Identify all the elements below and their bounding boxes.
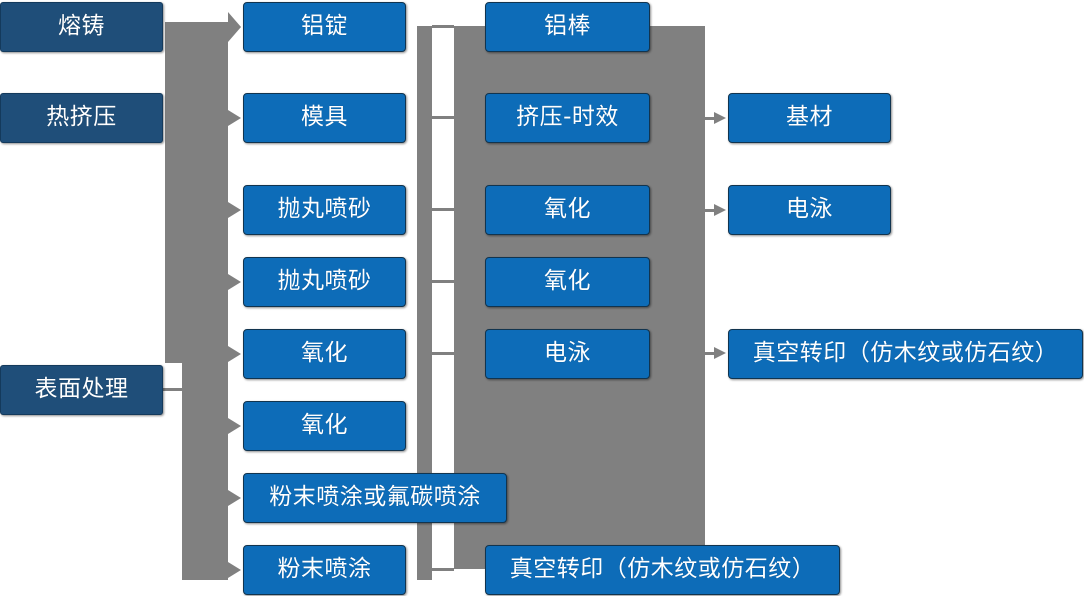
node-powder-or-pvdf-label: 粉末喷涂或氟碳喷涂 (269, 484, 481, 511)
node-vacuum-transfer-2[interactable]: 真空转印（仿木纹或仿石纹） (728, 329, 1083, 379)
right-trunk-arrowheads (705, 112, 726, 359)
stage-hot-extrusion[interactable]: 热挤压 (0, 93, 163, 143)
node-powder-coating[interactable]: 粉末喷涂 (243, 545, 406, 595)
node-vacuum-transfer-1[interactable]: 真空转印（仿木纹或仿石纹） (485, 545, 840, 595)
stage-hot-extrusion-label: 热挤压 (46, 104, 117, 131)
node-shot-blast-2-label: 抛丸喷砂 (277, 268, 372, 295)
node-oxidation-4-label: 氧化 (544, 268, 591, 295)
stage-melt-cast-label: 熔铸 (58, 13, 105, 40)
node-oxidation-4[interactable]: 氧化 (485, 257, 650, 307)
node-oxidation-1-label: 氧化 (301, 340, 348, 367)
node-electrophoresis-1-label: 电泳 (544, 340, 591, 367)
node-electrophoresis-2[interactable]: 电泳 (728, 185, 891, 235)
node-oxidation-1[interactable]: 氧化 (243, 329, 406, 379)
node-vacuum-transfer-2-label: 真空转印（仿木纹或仿石纹） (752, 340, 1059, 367)
node-shot-blast-2[interactable]: 抛丸喷砂 (243, 257, 406, 307)
node-substrate-label: 基材 (786, 104, 833, 131)
node-mold-label: 模具 (301, 104, 348, 131)
left-trunk-arrowheads (228, 19, 241, 578)
node-vacuum-transfer-1-label: 真空转印（仿木纹或仿石纹） (509, 556, 816, 583)
node-aluminum-bar[interactable]: 铝棒 (485, 2, 650, 52)
node-oxidation-2[interactable]: 氧化 (243, 401, 406, 451)
node-aluminum-ingot-label: 铝锭 (301, 13, 348, 40)
stage-melt-cast[interactable]: 熔铸 (0, 2, 163, 52)
node-aluminum-bar-label: 铝棒 (544, 13, 591, 40)
stage-surface-treat-label: 表面处理 (34, 376, 129, 403)
left-trunk-pipe (163, 12, 241, 580)
stage-surface-treat[interactable]: 表面处理 (0, 365, 163, 415)
node-oxidation-3[interactable]: 氧化 (485, 185, 650, 235)
node-substrate[interactable]: 基材 (728, 93, 891, 143)
node-extrude-aging-label: 挤压-时效 (516, 104, 619, 131)
node-extrude-aging[interactable]: 挤压-时效 (485, 93, 650, 143)
node-powder-or-pvdf[interactable]: 粉末喷涂或氟碳喷涂 (243, 473, 507, 523)
node-oxidation-2-label: 氧化 (301, 412, 348, 439)
node-aluminum-ingot[interactable]: 铝锭 (243, 2, 406, 52)
node-shot-blast-1[interactable]: 抛丸喷砂 (243, 185, 406, 235)
node-mold[interactable]: 模具 (243, 93, 406, 143)
node-shot-blast-1-label: 抛丸喷砂 (277, 196, 372, 223)
node-electrophoresis-2-label: 电泳 (786, 196, 833, 223)
node-oxidation-3-label: 氧化 (544, 196, 591, 223)
node-powder-coating-label: 粉末喷涂 (277, 556, 372, 583)
node-electrophoresis-1[interactable]: 电泳 (485, 329, 650, 379)
